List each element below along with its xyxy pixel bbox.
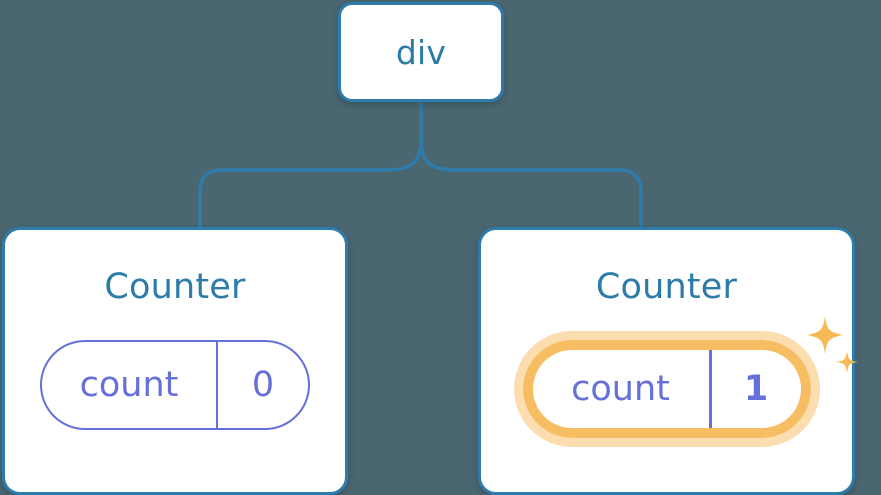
state-value-right: 1 — [743, 368, 769, 409]
state-pill-left-wrapper: count 0 — [40, 340, 310, 430]
connector-to-right-child — [419, 138, 643, 229]
sparkle-icon — [806, 316, 843, 354]
sparkle-small-icon — [835, 351, 858, 373]
node-root-div[interactable]: div — [338, 2, 504, 102]
state-pill-divider-right — [708, 350, 712, 428]
sparkle-group — [806, 316, 858, 373]
node-counter-left-label: Counter — [104, 267, 246, 307]
node-counter-right[interactable]: Counter count 1 — [478, 227, 858, 495]
state-value-left: 0 — [251, 364, 275, 405]
connector-to-left-child — [198, 138, 423, 229]
state-pill-right[interactable]: count 1 — [513, 331, 820, 447]
state-key-right: count — [571, 368, 670, 409]
node-root-label: div — [395, 32, 447, 72]
state-pill-divider-left — [216, 342, 218, 428]
node-counter-right-label: Counter — [595, 267, 738, 307]
node-counter-left[interactable]: Counter count 0 — [2, 227, 348, 495]
state-pill-right-wrapper: count 1 — [513, 316, 858, 447]
state-key-left: count — [79, 364, 179, 405]
state-pill-left[interactable]: count 0 — [40, 340, 310, 430]
